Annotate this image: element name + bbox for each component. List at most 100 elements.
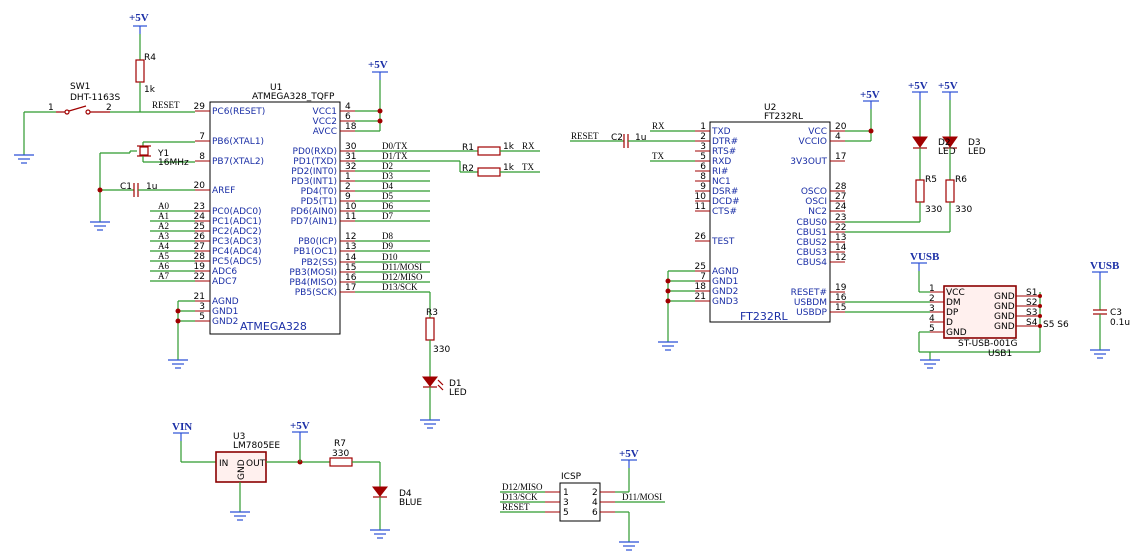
u1-name: ATMEGA328: [240, 320, 307, 333]
usb1-pin-label: GND: [994, 322, 1015, 332]
u1-pin-label: PB4(MISO): [289, 278, 337, 288]
u2-pin-number: 28: [835, 182, 847, 192]
u1-pin-label: PB2(SS): [301, 258, 337, 268]
r2-ref: R2: [462, 164, 474, 174]
u2-pin-label: NC1: [712, 177, 731, 187]
u2-pin-number: 16: [835, 293, 847, 303]
u2-pin-label: DTR#: [712, 137, 738, 147]
d3-value: LED: [968, 147, 986, 157]
u1-pin-number: 13: [345, 242, 356, 252]
crystal-y1: [139, 146, 149, 156]
sw1-pin1: 1: [48, 103, 54, 113]
u2-pin-label: CBUS1: [797, 228, 828, 238]
power-label: +5V: [908, 80, 928, 92]
u1-pin-number: 26: [194, 232, 206, 242]
c2-value: 1u: [635, 133, 646, 143]
u2-pin-number: 27: [835, 192, 846, 202]
icsp-net-mosi: D11/MOSI: [622, 492, 662, 502]
u2-pin-number: 10: [695, 192, 707, 202]
usb1-pin-label: GND: [994, 302, 1015, 312]
u2-name: FT232RL: [740, 310, 788, 323]
u1-pin-label: PC0(ADC0): [212, 207, 262, 217]
u1-net-label: D4: [382, 181, 393, 191]
u2-pin-label: 3V3OUT: [790, 157, 827, 167]
u3-in: IN: [219, 459, 228, 469]
u1-pin-number: 23: [194, 202, 205, 212]
u3-value: LM7805EE: [233, 441, 280, 451]
u1-net-label: D1/TX: [382, 151, 408, 161]
led-d4: [371, 486, 389, 498]
usb1-pin-number: 4: [929, 314, 935, 324]
u1-pin-number: 3: [199, 302, 205, 312]
power-label: +5V: [290, 420, 310, 432]
c2-ref: C2: [611, 133, 623, 143]
resistor-r7: [329, 457, 353, 467]
u2-pin-number: 12: [835, 253, 846, 263]
u2-pin-label: GND1: [712, 277, 738, 287]
u2-pin-label: USBDP: [796, 308, 827, 318]
u1-net-label: D3: [382, 171, 393, 181]
u2-pin-label: TXD: [711, 127, 731, 137]
u2-pin-label: CBUS0: [797, 218, 828, 228]
u1-pin-number: 16: [345, 273, 357, 283]
r5-value: 330: [925, 205, 942, 215]
power-label: VUSB: [910, 251, 940, 263]
d1-ref: D1: [449, 379, 462, 389]
header-icsp: ICSP 1 2 3 4 5 6: [545, 472, 615, 522]
usb1-pin-number: S3: [1026, 308, 1037, 318]
ground-symbol-sw1: [14, 154, 34, 164]
u2-pin-number: 11: [695, 202, 706, 212]
u2-pin-label: CBUS2: [797, 238, 828, 248]
u2-pin-number: 18: [695, 282, 707, 292]
ground-symbol-d1: [420, 419, 440, 429]
ground-symbol-c1: [90, 221, 110, 231]
r3-value: 330: [433, 345, 450, 355]
u2-pin-number: 8: [700, 172, 706, 182]
u2-pin-label: OSCI: [805, 197, 827, 207]
u1-pin-number: 31: [345, 152, 356, 162]
u1-net-label: D0/TX: [382, 141, 408, 151]
u1-pin-number: 11: [345, 212, 356, 222]
u1-pin-number: 2: [345, 182, 351, 192]
sw1-ref: SW1: [70, 82, 90, 92]
u2-pin-label: VCCIO: [799, 137, 827, 147]
net-label-rx: RX: [652, 121, 665, 131]
u2-pin-number: 22: [835, 223, 846, 233]
u1-pin-label: PC5(ADC5): [212, 257, 262, 267]
u1-pin-label: ADC6: [212, 267, 237, 277]
u2-pin-label: RI#: [712, 167, 728, 177]
d3-ref: D3: [968, 138, 981, 148]
u2-value: FT232RL: [764, 112, 803, 122]
r1-ref: R1: [462, 143, 474, 153]
u1-pin-label: AREF: [212, 186, 235, 196]
u1-pin-number: 14: [345, 253, 357, 263]
switch-sw1: SW1 DHT-1163S 1 2: [48, 82, 121, 115]
d2-value: LED: [938, 147, 956, 157]
u1-pin-label: PD5(T1): [301, 197, 337, 207]
u1-pin-number: 22: [194, 272, 205, 282]
resistor-r6: [945, 179, 955, 203]
r1-net: RX: [522, 141, 535, 151]
u2-pin-number: 19: [835, 283, 847, 293]
resistor-r2: R2 1k TX: [462, 162, 540, 177]
u2-pin-label: GND3: [712, 297, 738, 307]
r4-value: 1k: [144, 85, 156, 95]
u1-net-label: D5: [382, 191, 393, 201]
y1-ref: Y1: [157, 149, 169, 159]
power-symbol-d3: +5V: [938, 80, 958, 100]
ground-symbol-c3: [1090, 349, 1110, 359]
regulator-u3: U3 LM7805EE IN OUT GND: [215, 432, 280, 483]
u1-pin-number: 18: [345, 122, 357, 132]
u1-pin-label: PD2(INT0): [291, 167, 337, 177]
crystal-circuit: Y1 16MHz C1 1u: [90, 141, 195, 231]
u1-pin-label: PB1(OC1): [294, 247, 337, 257]
u2-pin-number: 24: [835, 202, 847, 212]
u3-gnd: GND: [237, 459, 247, 480]
icsp-pin-3: 3: [563, 498, 569, 508]
u1-pin-label: PD0(RXD): [293, 147, 337, 157]
